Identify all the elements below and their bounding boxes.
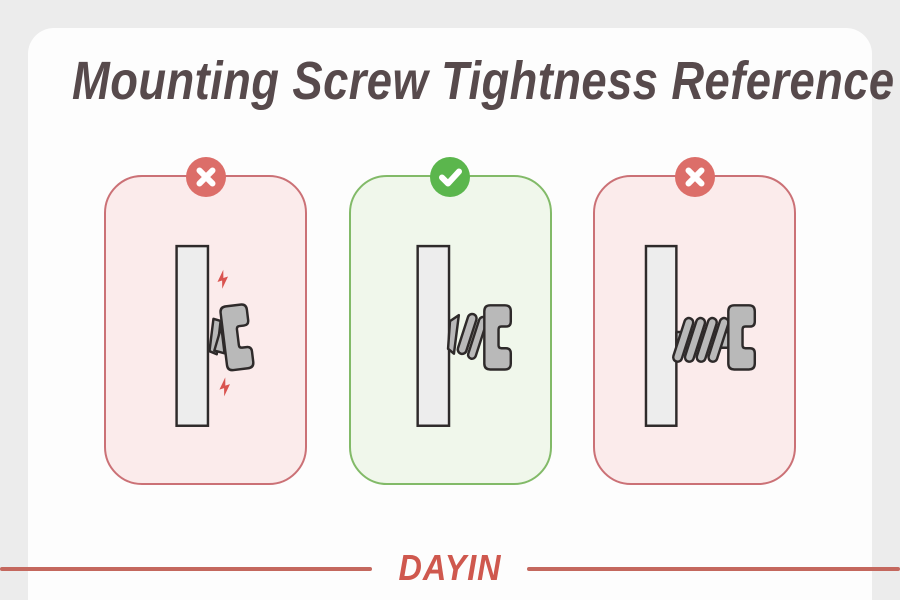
wall-rect xyxy=(415,244,450,427)
divider-line-right xyxy=(527,567,900,571)
panel-screw-too-loose xyxy=(593,157,796,485)
check-icon xyxy=(430,157,470,197)
x-icon xyxy=(185,157,226,197)
spark-icon xyxy=(219,377,231,397)
panel-screw-crooked xyxy=(104,157,307,485)
divider-line-left xyxy=(0,567,372,571)
wall-rect xyxy=(644,244,678,427)
crooked-screw-illustration xyxy=(175,244,255,427)
x-icon xyxy=(674,157,715,197)
page-title: Mounting Screw Tightness Reference xyxy=(72,51,895,111)
screw-icon xyxy=(208,303,255,372)
loose-screw-illustration xyxy=(644,244,757,427)
proper-screw-illustration xyxy=(415,244,512,427)
panel-row xyxy=(104,157,796,485)
screw-icon xyxy=(446,304,512,371)
spark-icon xyxy=(217,269,229,289)
brand-logo: DAYIN xyxy=(398,547,502,588)
wall-rect xyxy=(175,244,210,427)
screw-icon xyxy=(671,304,757,371)
panel-screw-proper-tightness xyxy=(348,157,552,485)
